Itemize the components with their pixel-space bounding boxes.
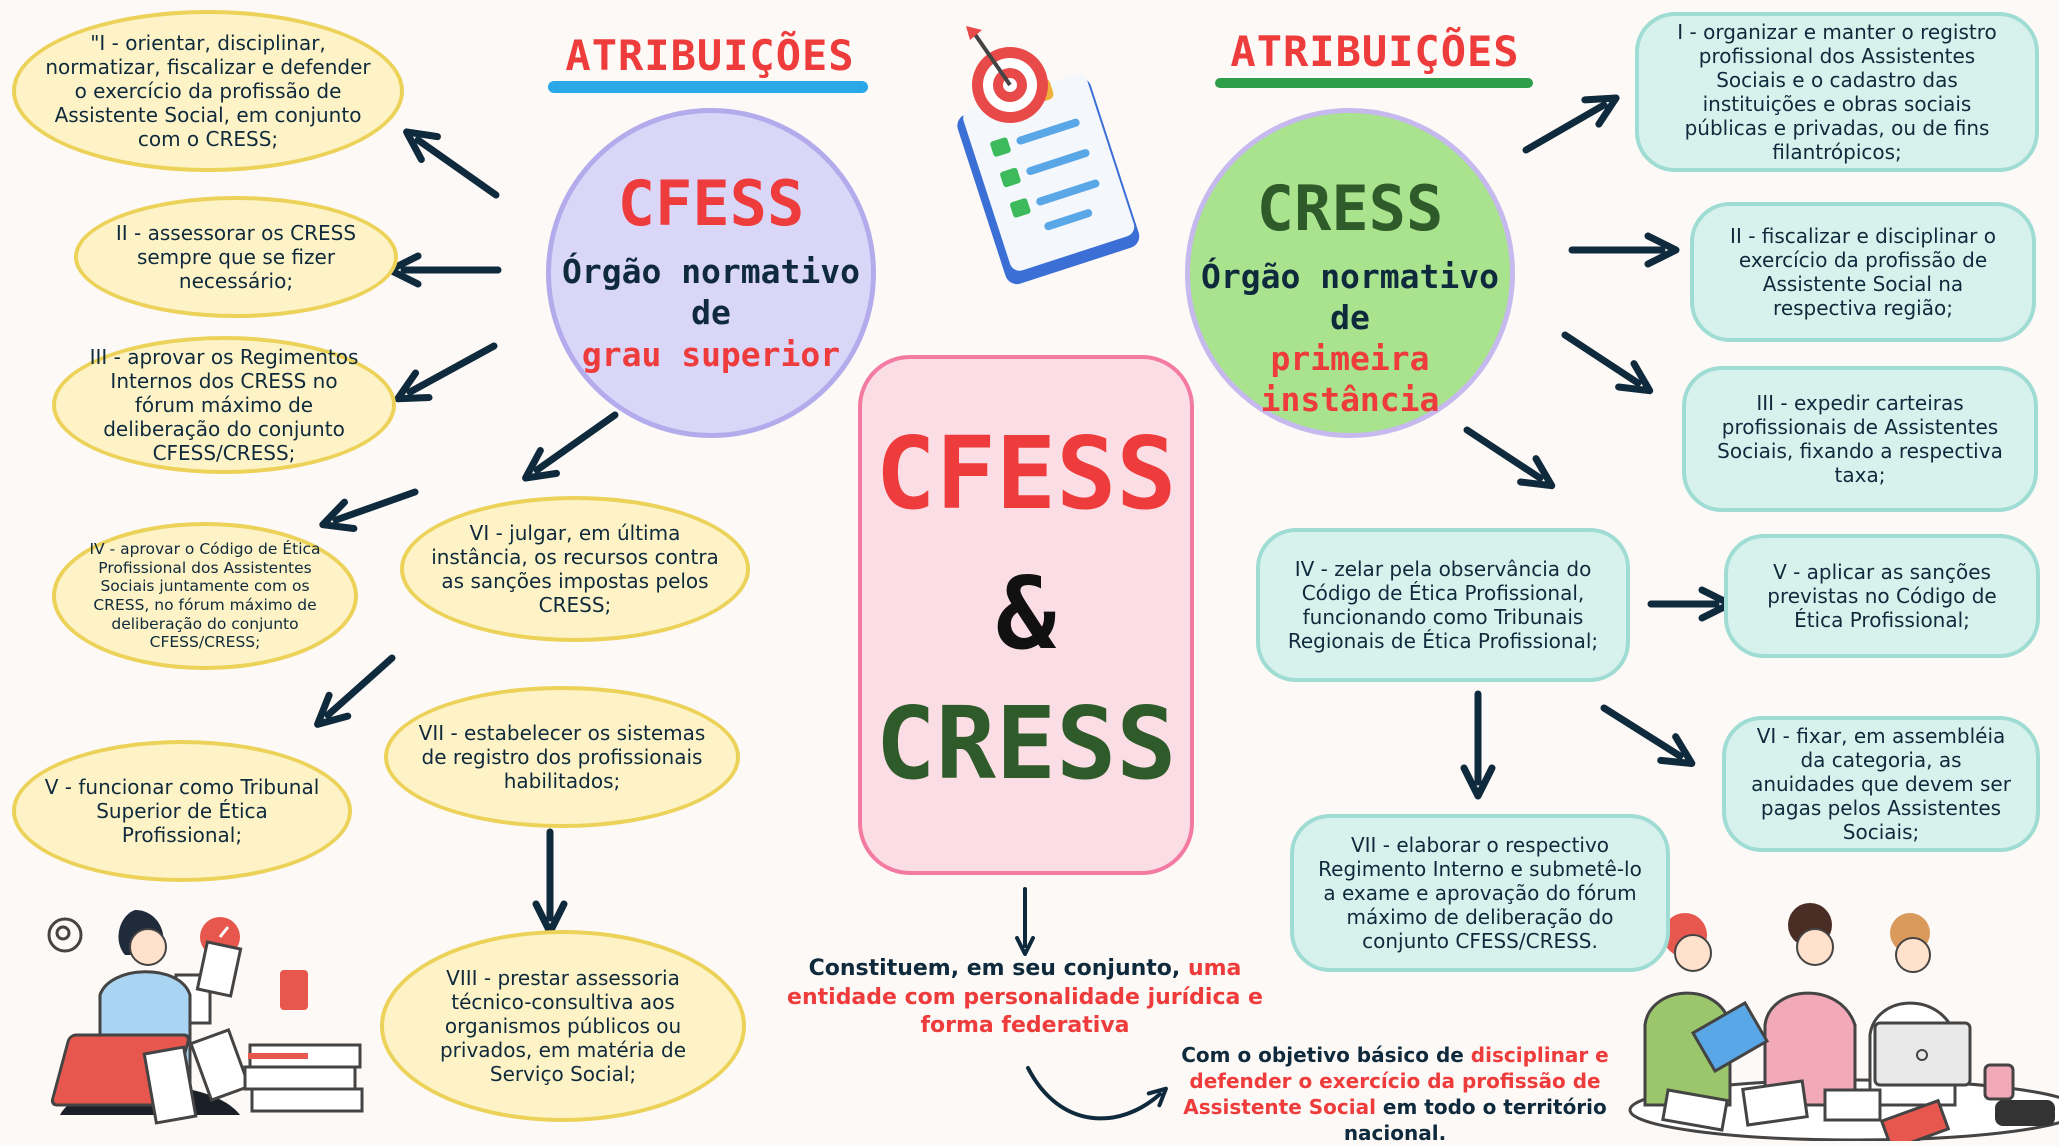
- cress-subtitle-highlight: primeira instância: [1260, 339, 1440, 420]
- cfess-circle-title: CFESS: [617, 166, 805, 240]
- students-studying-illustration: [1628, 903, 2059, 1141]
- cress-item-1: I - organizar e manter o registro profis…: [1635, 12, 2039, 172]
- cfess-item-8: VIII - prestar assessoria técnico-consul…: [380, 930, 746, 1122]
- federative-note-highlight: uma entidade com personalidade jurídica …: [787, 956, 1263, 1039]
- cress-item-3: III - expedir carteiras profissionais de…: [1682, 366, 2038, 512]
- clipboard-checklist-icon: [957, 26, 1140, 285]
- federative-note-prefix: Constituem, em seu conjunto,: [808, 956, 1181, 981]
- objective-prefix: Com o objetivo básico de: [1181, 1043, 1464, 1067]
- cress-item-7: VII - elaborar o respectivo Regimento In…: [1290, 814, 1670, 972]
- federative-note: Constituem, em seu conjunto, uma entidad…: [750, 955, 1300, 1065]
- center-title-cress: CRESS: [875, 685, 1177, 802]
- arrow-cfess-5: [314, 654, 396, 728]
- cfess-item-4: IV - aprovar o Código de Ética Profissio…: [52, 522, 358, 670]
- arrow-cress-6: [1600, 704, 1696, 767]
- cress-subtitle-prefix: Órgão normativo de: [1200, 256, 1499, 337]
- objective-suffix: em todo o território nacional.: [1343, 1095, 1607, 1145]
- center-ampersand: &: [995, 555, 1057, 672]
- arrow-cfess-4: [319, 488, 419, 533]
- arrow-cfess-6: [522, 411, 619, 482]
- person-laptop-illustration: [47, 910, 364, 1125]
- cfess-item-1: "I - orientar, disciplinar, normatizar, …: [12, 10, 404, 172]
- cress-circle: CRESS Órgão normativo de primeira instân…: [1185, 108, 1515, 438]
- cress-item-2: II - fiscalizar e disciplinar o exercíci…: [1690, 202, 2036, 342]
- cress-item-4: IV - zelar pela observância do Código de…: [1256, 528, 1630, 682]
- cfess-heading-underline: [548, 81, 868, 93]
- center-title-cfess: CFESS: [875, 415, 1177, 532]
- cfess-item-3: III - aprovar os Regimentos Internos dos…: [52, 336, 396, 474]
- cfess-subtitle-highlight: grau superior: [581, 334, 841, 374]
- curved-arrow-objective: [1026, 1066, 1168, 1121]
- arrow-cfess-1: [403, 128, 500, 199]
- cress-circle-title: CRESS: [1256, 171, 1444, 245]
- arrow-cress-3: [1561, 331, 1654, 395]
- center-box: CFESS & CRESS: [858, 355, 1194, 875]
- objective-highlight: disciplinar e defender o exercício da pr…: [1183, 1043, 1609, 1119]
- cfess-circle-subtitle: Órgão normativo de grau superior: [561, 252, 861, 374]
- cress-heading-underline: [1215, 78, 1533, 88]
- arrow-cress-4: [1463, 426, 1556, 490]
- cfess-circle: CFESS Órgão normativo de grau superior: [546, 108, 876, 438]
- cfess-heading: ATRIBUIÇÕES: [565, 30, 855, 80]
- cfess-item-2: II - assessorar os CRESS sempre que se f…: [74, 196, 398, 318]
- cress-circle-subtitle: Órgão normativo de primeira instância: [1200, 257, 1500, 420]
- cress-item-5: V - aplicar as sanções previstas no Códi…: [1724, 534, 2040, 658]
- objective-text: Com o objetivo básico de disciplinar e d…: [1180, 1042, 1610, 1145]
- cress-heading: ATRIBUIÇÕES: [1230, 26, 1520, 76]
- cfess-item-7: VII - estabelecer os sistemas de registr…: [384, 686, 740, 828]
- cfess-item-5: V - funcionar como Tribunal Superior de …: [12, 740, 352, 882]
- arrow-cfess-3: [394, 342, 498, 403]
- cfess-item-6: VI - julgar, em última instância, os rec…: [400, 496, 750, 642]
- cress-item-6: VI - fixar, em assembléia da categoria, …: [1722, 716, 2040, 852]
- cfess-subtitle-prefix: Órgão normativo de: [561, 252, 860, 333]
- arrow-cress-1: [1522, 94, 1620, 154]
